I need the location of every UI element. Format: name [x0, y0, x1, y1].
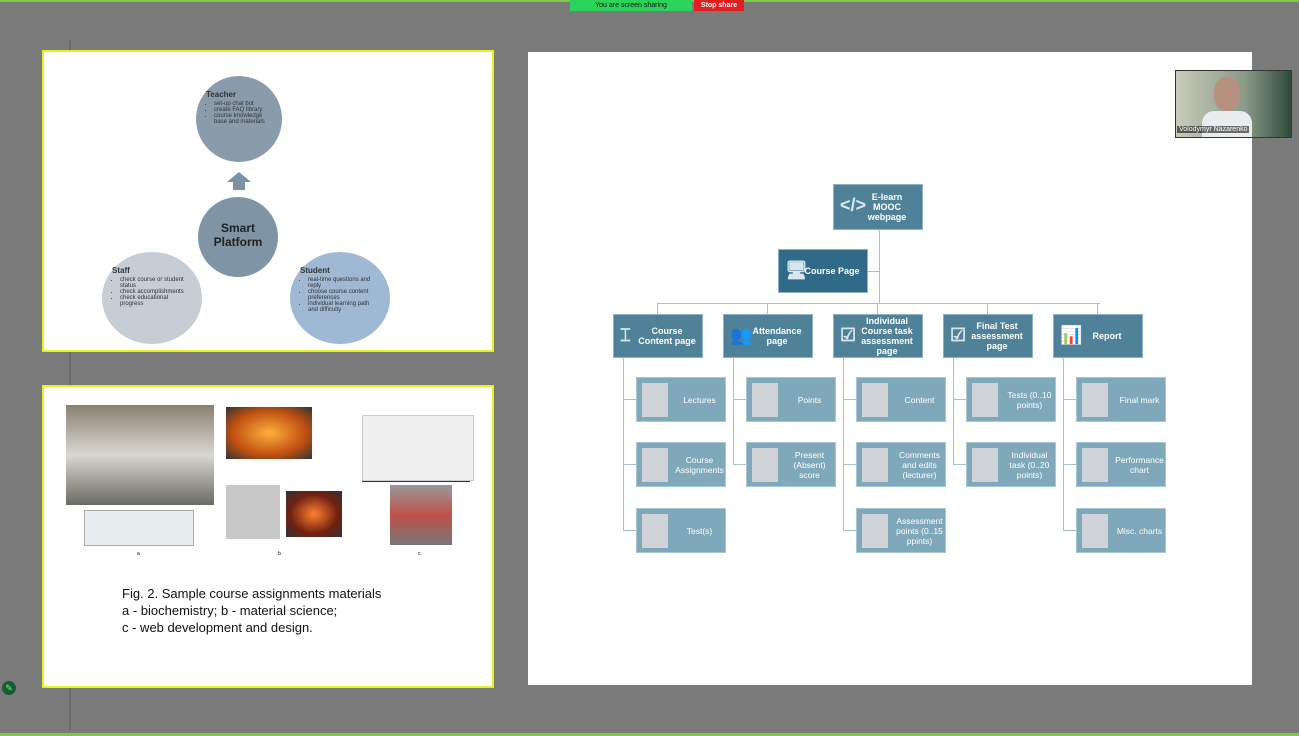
leaf-node: Misc. charts — [1076, 508, 1166, 553]
slide-assignments: a b c Fig. 2. Sample course assignments … — [42, 385, 494, 688]
connector-line — [953, 358, 954, 464]
placeholder-image — [642, 382, 668, 417]
connector-line — [657, 303, 658, 314]
slide-org-chart — [528, 52, 1252, 685]
placeholder-image — [752, 447, 778, 482]
device-image — [226, 485, 280, 539]
placeholder-image — [1082, 447, 1108, 482]
connector-line — [843, 399, 856, 400]
connector-line — [767, 303, 768, 314]
biochem-diagram — [84, 510, 194, 546]
connector-line — [1063, 358, 1064, 530]
induction-coil-image — [226, 407, 312, 459]
connector-line — [1063, 530, 1076, 531]
label-a: a — [137, 551, 140, 557]
heated-part-image — [286, 491, 342, 537]
placeholder-image — [862, 447, 888, 482]
connector-line — [733, 358, 734, 464]
connector-line — [879, 230, 880, 304]
staff-circle: Staffcheck course or student statuscheck… — [102, 252, 202, 344]
checklist-icon: ☑ — [950, 325, 967, 345]
connector-line — [843, 358, 844, 530]
participant-face — [1214, 77, 1240, 111]
placeholder-image — [642, 513, 668, 548]
course-page-node: 🖥Course Page — [778, 249, 868, 293]
leaf-node: Lectures — [636, 377, 726, 422]
slide-smart-platform: Teacherset-up chat botcreate FAQ library… — [42, 50, 494, 352]
bar-chart-icon: 📊 — [1060, 325, 1083, 345]
connector-line — [623, 530, 636, 531]
leaf-node: Tests (0..10 points) — [966, 377, 1056, 422]
placeholder-image — [862, 513, 888, 548]
connector-line — [843, 464, 856, 465]
leaf-node: Performance chart — [1076, 442, 1166, 487]
connector-line — [733, 464, 746, 465]
connector-line — [953, 399, 966, 400]
connector-line — [657, 303, 1100, 304]
participant-name: Volodymyr Nazarenko — [1177, 126, 1250, 133]
category-node: ⌶Course Content page — [613, 314, 703, 358]
connector-line — [1063, 399, 1076, 400]
category-node: ☑Individual Course task assessment page — [833, 314, 923, 358]
leaf-node: Content — [856, 377, 946, 422]
category-node: 👥Attendance page — [723, 314, 813, 358]
book-monitor-icon: 🖥 — [785, 260, 808, 280]
lab-photo — [66, 405, 214, 505]
connector-line — [953, 464, 966, 465]
smart-platform-center: Smart Platform — [198, 197, 278, 277]
i-beam-icon: ⌶ — [620, 325, 631, 345]
connector-line — [623, 464, 636, 465]
connector-line — [733, 399, 746, 400]
leaf-node: Course Assignments — [636, 442, 726, 487]
connector-line — [623, 399, 636, 400]
leaf-node: Comments and edits (lecturer) — [856, 442, 946, 487]
placeholder-image — [1082, 513, 1108, 548]
placeholder-image — [752, 382, 778, 417]
placeholder-image — [862, 382, 888, 417]
sharing-status: You are screen sharing — [570, 0, 692, 11]
arrow-up-icon — [227, 172, 251, 182]
placeholder-image — [972, 447, 998, 482]
leaf-node: Points — [746, 377, 836, 422]
leaf-node: Assessment points (0..15 ppints) — [856, 508, 946, 553]
leaf-node: Present (Absent) score — [746, 442, 836, 487]
category-node: ☑Final Test assessment page — [943, 314, 1033, 358]
web-wireframe — [362, 415, 474, 481]
stop-share-button[interactable]: Stop share — [694, 0, 744, 11]
teacher-circle: Teacherset-up chat botcreate FAQ library… — [196, 76, 282, 162]
connector-line — [987, 303, 988, 314]
annotate-icon[interactable]: ✎ — [2, 681, 16, 695]
connector-line — [877, 303, 878, 314]
leaf-node: Individual task (0..20 points) — [966, 442, 1056, 487]
student-circle: Studentreal-time questions and replychoo… — [290, 252, 390, 344]
connector-line — [843, 530, 856, 531]
connector-line — [1063, 464, 1076, 465]
connector-line — [623, 358, 624, 530]
phone-photo — [390, 485, 452, 545]
participant-video: Volodymyr Nazarenko — [1175, 70, 1292, 138]
people-icon: 👥 — [730, 325, 753, 345]
share-border-bottom — [0, 733, 1299, 736]
root-node: </>E-learn MOOC webpage — [833, 184, 923, 230]
checklist-icon: ☑ — [840, 325, 857, 345]
figure-caption: Fig. 2. Sample course assignments materi… — [122, 586, 382, 635]
label-b: b — [278, 551, 281, 557]
placeholder-image — [972, 382, 998, 417]
placeholder-image — [1082, 382, 1108, 417]
label-c: c — [418, 551, 421, 557]
connector-line — [1097, 303, 1098, 314]
leaf-node: Final mark — [1076, 377, 1166, 422]
category-node: 📊Report — [1053, 314, 1143, 358]
leaf-node: Test(s) — [636, 508, 726, 553]
connector-line — [868, 271, 879, 272]
placeholder-image — [642, 447, 668, 482]
code-window-icon: </> — [840, 195, 867, 215]
